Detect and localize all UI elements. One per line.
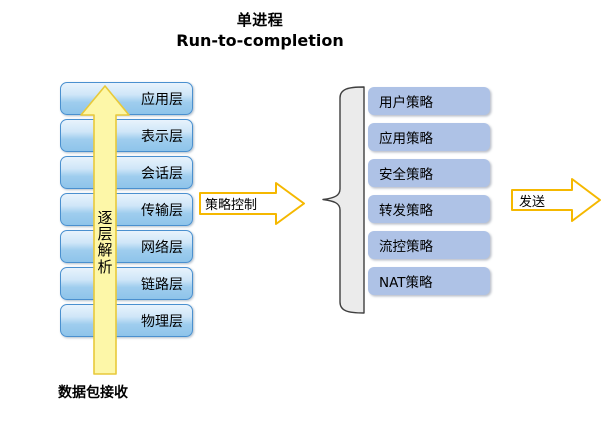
title-line-chinese: 单进程 (236, 11, 284, 29)
policy-control-arrow-label: 策略控制 (205, 198, 258, 213)
policy-item-label: 应用策略 (379, 131, 433, 147)
osi-layer-transport[interactable]: 传输层 (60, 193, 193, 226)
osi-layer-presentation[interactable]: 表示层 (60, 119, 193, 152)
policy-item-security[interactable]: 安全策略 (368, 159, 490, 187)
osi-layer-label: 传输层 (141, 202, 183, 219)
osi-layer-network[interactable]: 网络层 (60, 230, 193, 263)
osi-layer-label: 物理层 (141, 313, 183, 330)
up-arrow-char-4: 析 (97, 257, 113, 276)
osi-layer-datalink[interactable]: 链路层 (60, 267, 193, 300)
layer-by-layer-parse-arrow (79, 84, 131, 376)
osi-layer-physical[interactable]: 物理层 (60, 304, 193, 337)
osi-layer-label: 表示层 (141, 128, 183, 145)
send-arrow (510, 176, 602, 224)
diagram-title: 单进程 Run-to-completion (140, 10, 380, 52)
title-line-english: Run-to-completion (176, 31, 344, 51)
osi-layer-label: 应用层 (141, 91, 183, 108)
packet-receive-caption: 数据包接收 (58, 385, 128, 401)
osi-layer-application[interactable]: 应用层 (60, 82, 193, 115)
policy-item-label: 用户策略 (379, 95, 433, 111)
osi-layer-session[interactable]: 会话层 (60, 156, 193, 189)
osi-protocol-stack: 应用层 表示层 会话层 传输层 网络层 链路层 物理层 (60, 82, 193, 341)
policy-item-user[interactable]: 用户策略 (368, 87, 490, 115)
up-arrow-char-1: 逐 (97, 209, 113, 227)
policy-item-label: 流控策略 (379, 239, 433, 255)
policy-item-forwarding[interactable]: 转发策略 (368, 195, 490, 223)
policy-item-application[interactable]: 应用策略 (368, 123, 490, 151)
send-arrow-label: 发送 (519, 195, 546, 210)
curly-brace (318, 86, 366, 314)
up-arrow-char-2: 层 (97, 225, 113, 244)
osi-layer-label: 网络层 (141, 239, 183, 256)
policy-list: 用户策略 应用策略 安全策略 转发策略 流控策略 NAT策略 (368, 87, 490, 303)
policy-item-label: NAT策略 (379, 275, 433, 291)
policy-item-flow-control[interactable]: 流控策略 (368, 231, 490, 259)
policy-item-label: 安全策略 (379, 167, 433, 183)
osi-layer-label: 链路层 (141, 276, 183, 293)
up-arrow-label: 逐 层 解 析 (88, 210, 122, 275)
policy-item-nat[interactable]: NAT策略 (368, 267, 490, 295)
osi-layer-label: 会话层 (141, 165, 183, 182)
up-arrow-char-3: 解 (97, 241, 113, 260)
policy-control-arrow (198, 181, 306, 226)
policy-item-label: 转发策略 (379, 203, 433, 219)
